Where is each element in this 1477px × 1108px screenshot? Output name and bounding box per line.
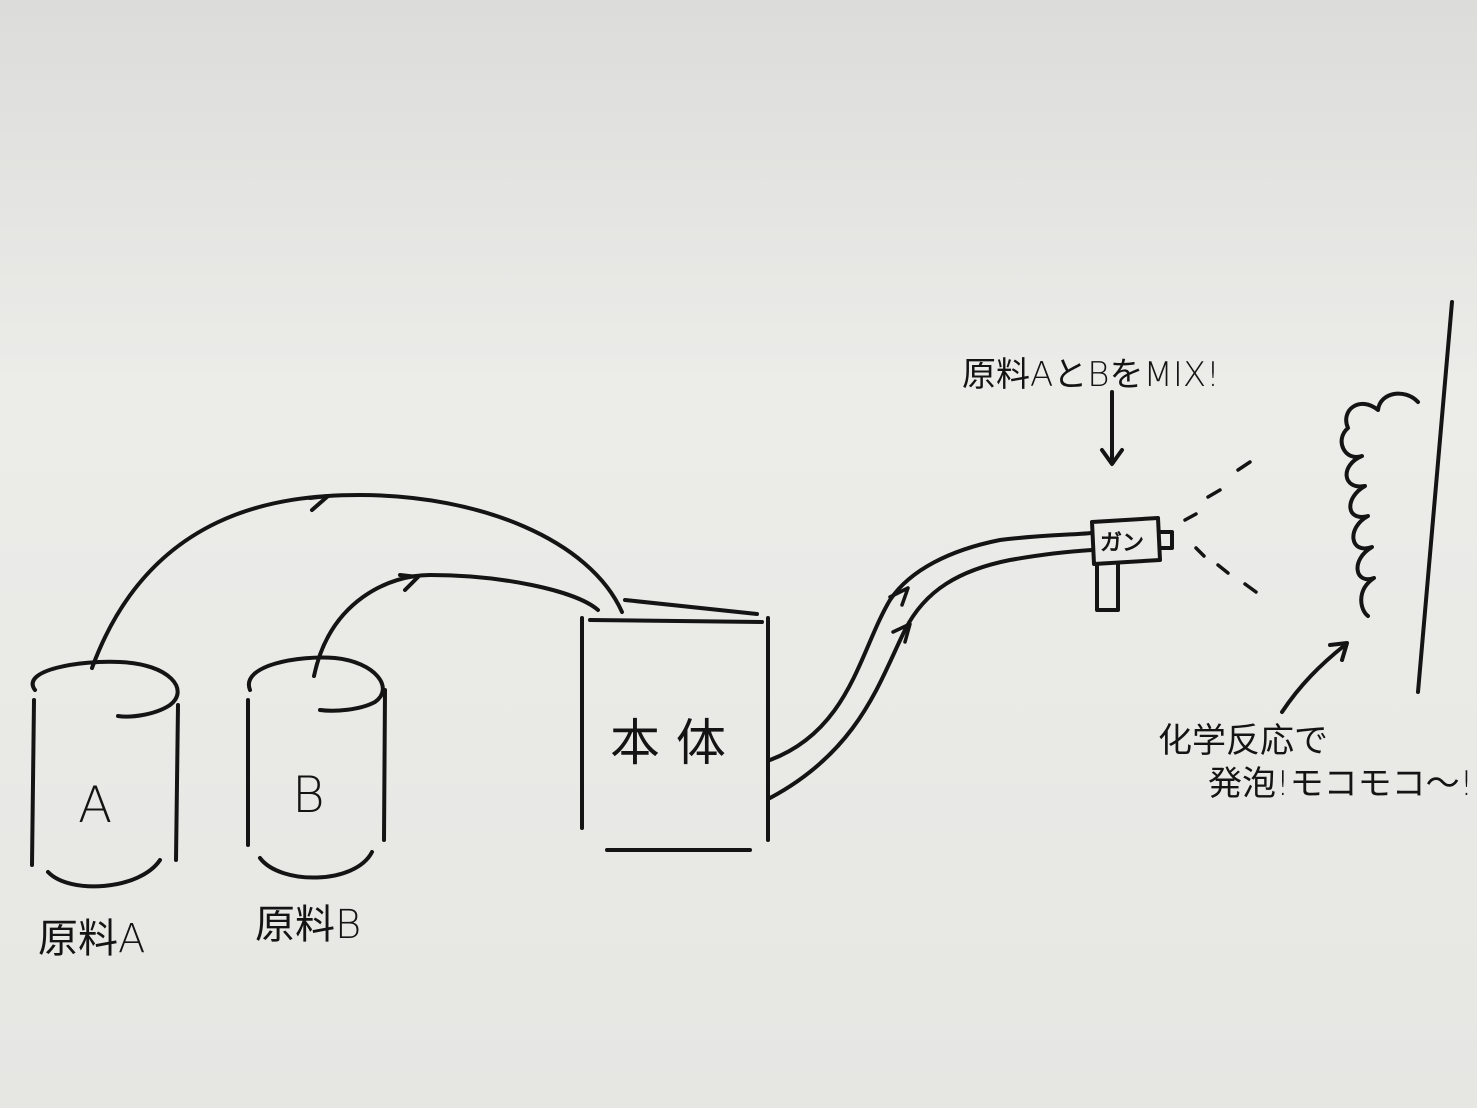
reaction-arrow-shaft bbox=[1280, 643, 1347, 714]
tank-a-letter: A bbox=[78, 776, 112, 834]
hose-upper bbox=[768, 531, 1094, 762]
mix-arrow-head bbox=[1100, 448, 1124, 466]
gun-label: ガン bbox=[1100, 531, 1144, 556]
wall-line bbox=[1416, 300, 1454, 694]
hose-lower-arrow bbox=[891, 622, 912, 644]
main-unit: 本 体 bbox=[580, 598, 770, 852]
hose-upper-arrow bbox=[888, 586, 910, 607]
feed-line-a bbox=[90, 493, 624, 670]
spray-dash bbox=[1243, 582, 1258, 594]
spray-gun: ガン bbox=[1090, 516, 1174, 612]
tank-a-bottom bbox=[46, 858, 162, 889]
gun-nozzle bbox=[1158, 530, 1174, 550]
tank-b-right-side bbox=[382, 688, 387, 842]
spray-dash bbox=[1206, 488, 1222, 499]
mix-note: 原料AとBをMIX! bbox=[962, 355, 1220, 395]
spray-cone bbox=[1183, 460, 1258, 594]
spray-dash bbox=[1183, 512, 1198, 522]
hose-lower bbox=[768, 548, 1094, 800]
reaction-note-line1: 化学反応で bbox=[1158, 721, 1328, 761]
tank-a-left-side bbox=[30, 698, 36, 867]
spray-dash bbox=[1194, 546, 1206, 558]
foam bbox=[1339, 391, 1420, 618]
tank-b: B 原料B bbox=[246, 655, 387, 948]
reaction-arrow-head bbox=[1328, 641, 1349, 662]
spray-dash bbox=[1216, 563, 1230, 575]
tank-b-bottom bbox=[258, 850, 374, 880]
main-unit-label: 本 体 bbox=[610, 714, 726, 772]
feed-line-b bbox=[312, 573, 600, 678]
main-unit-top-front bbox=[588, 618, 764, 624]
main-unit-top-back bbox=[623, 598, 759, 616]
gun-body bbox=[1090, 516, 1162, 566]
tank-a-label: 原料A bbox=[38, 916, 145, 962]
tank-b-top bbox=[246, 655, 385, 713]
spray-dash bbox=[1236, 460, 1252, 472]
tank-a: A 原料A bbox=[30, 659, 180, 962]
gun-handle bbox=[1095, 562, 1120, 612]
feed-line-b-arrow bbox=[398, 573, 420, 592]
tank-b-label: 原料B bbox=[255, 902, 361, 948]
tank-a-right-side bbox=[174, 703, 180, 862]
feed-line-a-arrow bbox=[308, 494, 330, 512]
tank-a-top bbox=[30, 659, 180, 719]
tank-b-letter: B bbox=[292, 766, 325, 824]
reaction-note-line2: 発泡!モコモコ〜! bbox=[1208, 764, 1473, 804]
